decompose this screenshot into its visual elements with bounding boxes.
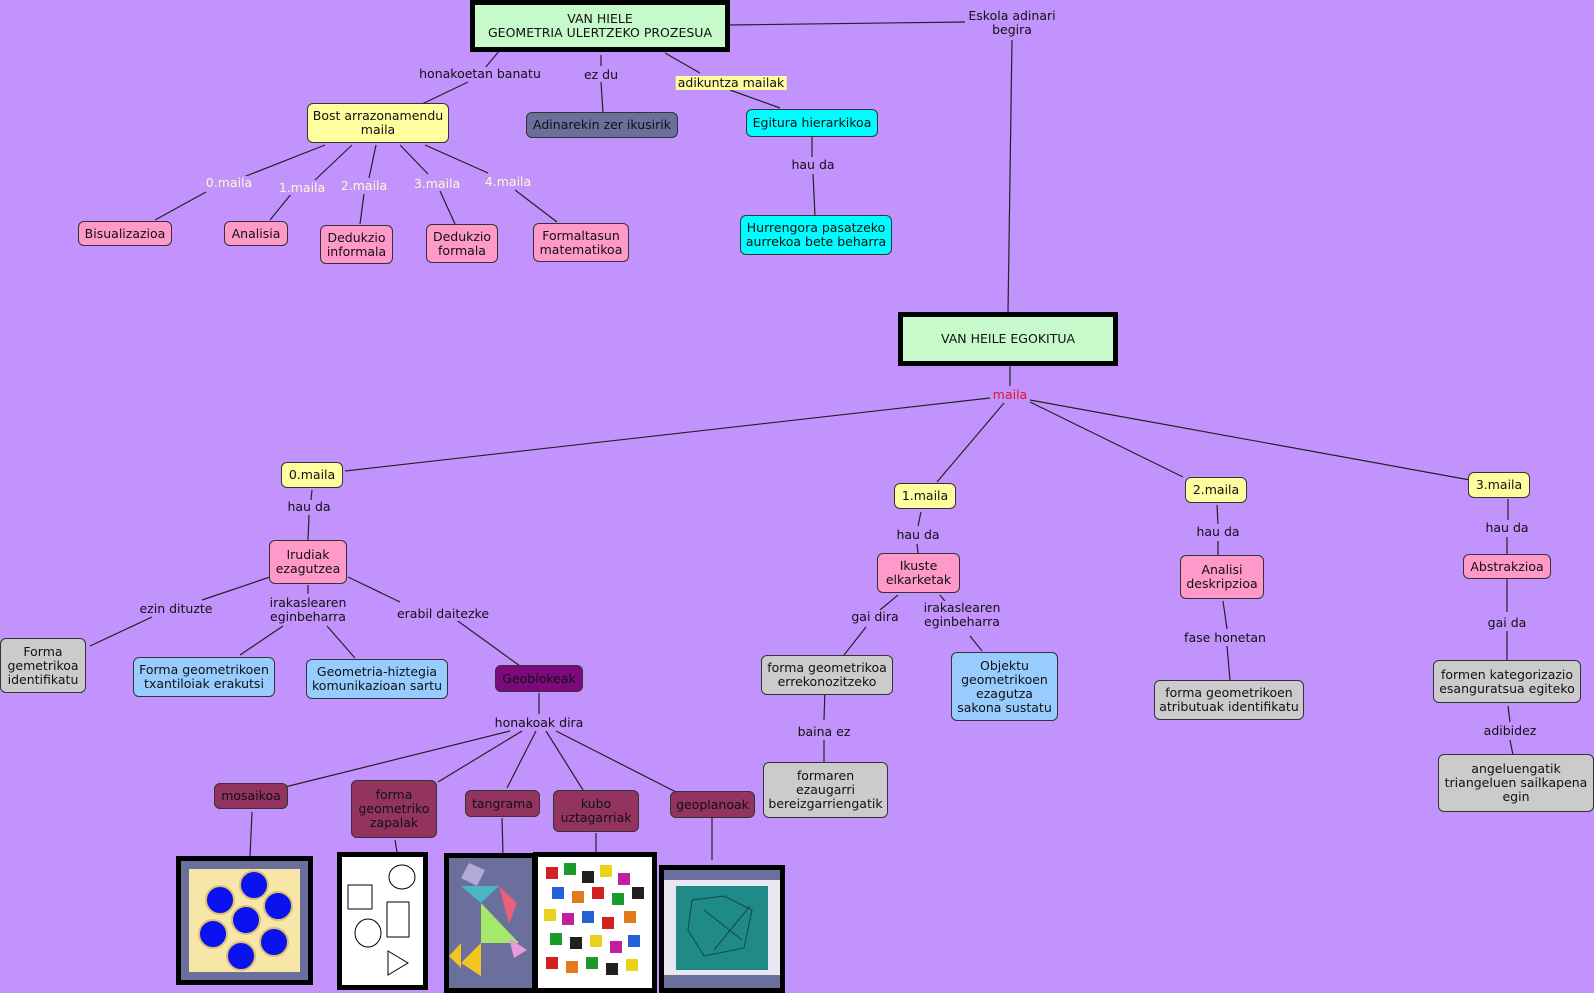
- maila2-node[interactable]: 2.maila: [1185, 477, 1247, 503]
- gai-dira-label: gai dira: [849, 609, 901, 624]
- baina-ez-label: baina ez: [795, 724, 853, 739]
- tangram-image: [444, 853, 537, 993]
- adikuntza-mailak-label: adikuntza mailak: [675, 75, 787, 90]
- dedukzio-informala-node[interactable]: Dedukzio informala: [320, 225, 393, 264]
- formaltasun-node[interactable]: Formaltasun matematikoa: [533, 223, 629, 262]
- hau-da-0-label: hau da: [285, 499, 333, 514]
- hau-da-2-label: hau da: [1194, 524, 1242, 539]
- tangrama-node[interactable]: tangrama: [465, 790, 540, 817]
- honakoetan-banatu-label: honakoetan banatu: [417, 66, 543, 81]
- linking-cubes-image: [533, 852, 657, 993]
- van-hiele-main-node[interactable]: VAN HIELE GEOMETRIA ULERTZEKO PROZESUA: [470, 0, 730, 52]
- forma-gemetrikoa-node[interactable]: Forma gemetrikoa identifikatu: [0, 638, 86, 693]
- ez-du-label: ez du: [581, 67, 621, 82]
- geometria-hiztegia-node[interactable]: Geometria-hiztegia komunikazioan sartu: [306, 659, 448, 699]
- maila1-top-label: 1.maila: [276, 180, 328, 195]
- erabil-daitezke-label: erabil daitezke: [394, 606, 492, 621]
- analisia-node[interactable]: Analisia: [224, 221, 288, 246]
- angeluengatik-node[interactable]: angeluengatik triangeluen sailkapena egi…: [1438, 754, 1594, 812]
- egitura-hierarkikoa-node[interactable]: Egitura hierarkikoa: [746, 109, 878, 137]
- geoplanoak-node[interactable]: geoplanoak: [670, 791, 755, 818]
- van-heile-egokitua-node[interactable]: VAN HEILE EGOKITUA: [898, 312, 1118, 366]
- geoboard-image: [659, 865, 785, 993]
- hau-da-top-label: hau da: [789, 157, 837, 172]
- maila0-node[interactable]: 0.maila: [281, 462, 343, 488]
- mosaikoa-node[interactable]: mosaikoa: [214, 783, 288, 809]
- maila2-top-label: 2.maila: [338, 178, 390, 193]
- mosaic-image: [176, 856, 313, 985]
- maila4-top-label: 4.maila: [482, 174, 534, 189]
- maila3-top-label: 3.maila: [411, 176, 463, 191]
- adibidez-label: adibidez: [1481, 723, 1539, 738]
- gai-da-label: gai da: [1485, 615, 1529, 630]
- hau-da-3-label: hau da: [1483, 520, 1531, 535]
- fase-honetan-label: fase honetan: [1182, 630, 1268, 645]
- maila1-node[interactable]: 1.maila: [894, 483, 956, 509]
- ezin-dituzte-label: ezin dituzte: [137, 601, 215, 616]
- honakoak-dira-label: honakoak dira: [492, 715, 586, 730]
- hurrengora-node[interactable]: Hurrengora pasatzeko aurrekoa bete behar…: [740, 215, 892, 255]
- formaren-ezaugarri-node[interactable]: formaren ezaugarri bereizgarriengatik: [763, 762, 888, 818]
- irakaslearen-0-label: irakaslearen eginbeharra: [267, 595, 349, 624]
- bisualizazioa-node[interactable]: Bisualizazioa: [78, 221, 172, 246]
- objektu-geometrikoen-node[interactable]: Objektu geometrikoen ezagutza sakona sus…: [951, 652, 1058, 721]
- adinarekin-node[interactable]: Adinarekin zer ikusirik: [526, 112, 678, 138]
- bost-arrazonamendu-node[interactable]: Bost arrazonamendu maila: [307, 103, 449, 143]
- dedukzio-formala-node[interactable]: Dedukzio formala: [426, 224, 498, 263]
- analisi-deskripzioa-node[interactable]: Analisi deskripzioa: [1180, 555, 1264, 599]
- ikuste-elkarketak-node[interactable]: Ikuste elkarketak: [877, 553, 960, 593]
- hau-da-1-label: hau da: [894, 527, 942, 542]
- atributuak-node[interactable]: forma geometrikoen atributuak identifika…: [1154, 680, 1304, 720]
- eskola-adinari-label: Eskola adinari begira: [966, 8, 1058, 37]
- abstrakzioa-node[interactable]: Abstrakzioa: [1463, 554, 1551, 579]
- maila3-node[interactable]: 3.maila: [1468, 472, 1530, 498]
- errekonozitzeko-node[interactable]: forma geometrikoa errekonozitzeko: [761, 655, 893, 695]
- kategorizazio-node[interactable]: formen kategorizazio esanguratsua egitek…: [1433, 660, 1581, 703]
- kubo-uztagarriak-node[interactable]: kubo uztagarriak: [553, 790, 639, 832]
- maila-center-label: maila: [990, 387, 1030, 402]
- maila0-top-label: 0.maila: [203, 175, 255, 190]
- irudiak-ezagutzea-node[interactable]: Irudiak ezagutzea: [269, 540, 347, 584]
- irakaslearen-1-label: irakaslearen eginbeharra: [921, 600, 1003, 629]
- forma-zapalak-node[interactable]: forma geometriko zapalak: [351, 780, 437, 838]
- txantiloiak-node[interactable]: Forma geometrikoen txantiloiak erakutsi: [133, 657, 275, 697]
- flat-shapes-image: [337, 852, 428, 990]
- geoblokeak-node[interactable]: Geoblokeak: [495, 665, 583, 692]
